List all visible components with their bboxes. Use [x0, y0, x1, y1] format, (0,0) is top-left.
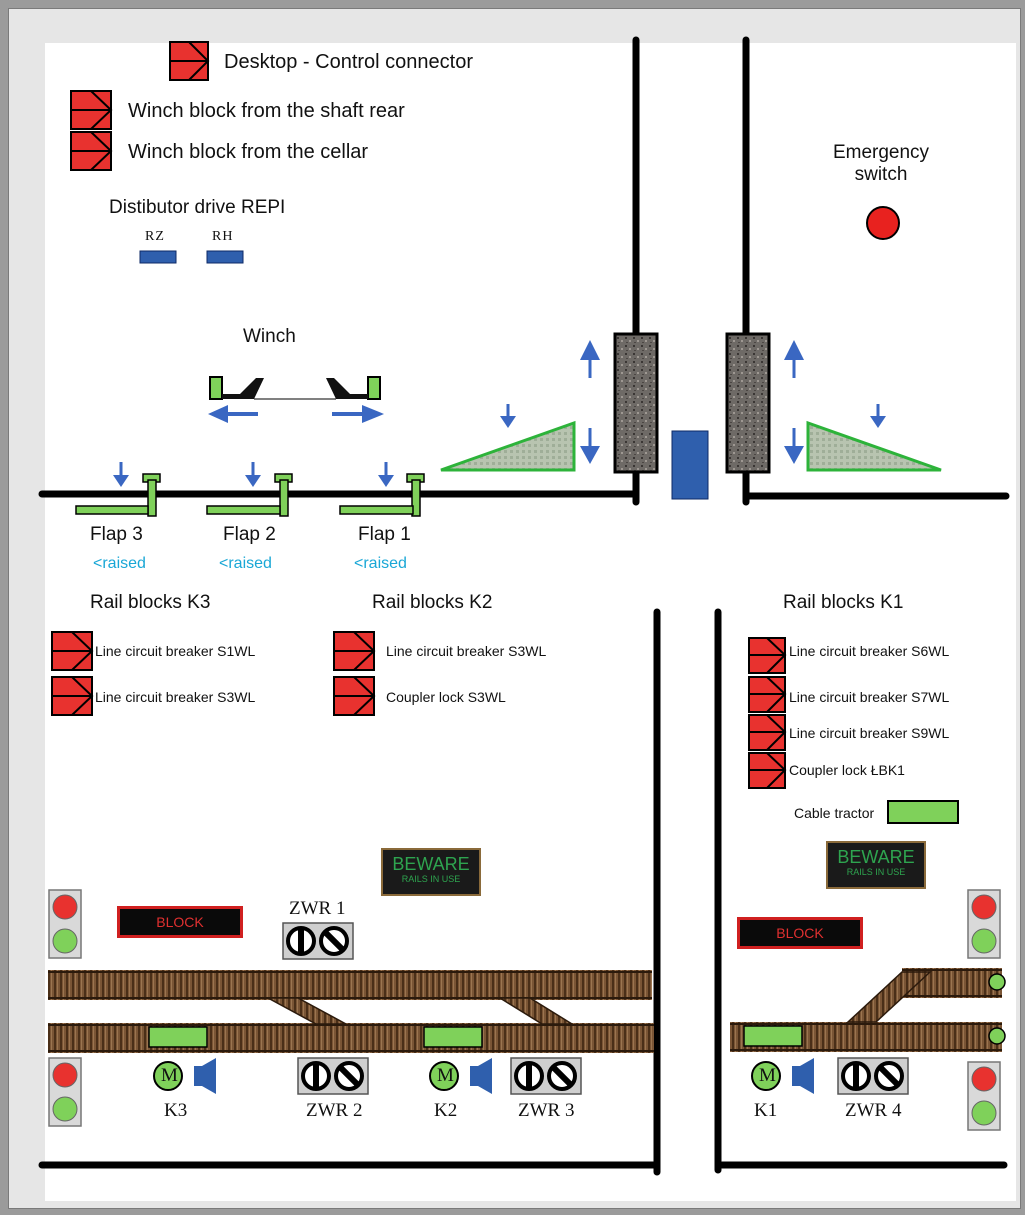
- beware-sign-right: BEWARE RAILS IN USE: [826, 841, 926, 889]
- speaker-k2-icon: [470, 1058, 492, 1094]
- beware-title: BEWARE: [837, 847, 915, 867]
- connector-icon: [169, 41, 210, 81]
- emergency-label-line1: Emergency: [832, 142, 930, 163]
- winch-cellar-icon: [70, 131, 113, 171]
- flap-3-label: Flap 3: [90, 524, 143, 545]
- k2-block-icon-2: [333, 676, 376, 716]
- distributor-rh-indicator[interactable]: [206, 250, 244, 264]
- ramp-right: [806, 420, 942, 472]
- zwr4-switch[interactable]: [837, 1057, 909, 1095]
- motor-k1-letter: M: [759, 1065, 776, 1086]
- motor-k3[interactable]: [153, 1061, 183, 1091]
- k2-block-icon-1: [333, 631, 376, 671]
- k1-rail-segment: [743, 1025, 803, 1047]
- block-indicator-left[interactable]: BLOCK: [117, 906, 243, 938]
- k3-block-icon-2: [51, 676, 94, 716]
- zwr2-label: ZWR 2: [306, 1100, 363, 1121]
- flap-1-graphic[interactable]: [339, 462, 425, 517]
- motor-k3-label: K3: [164, 1100, 188, 1121]
- k3-rail-segment: [148, 1026, 208, 1048]
- k2-rail-segment: [423, 1026, 483, 1048]
- beware-sign-left: BEWARE RAILS IN USE: [381, 848, 481, 896]
- diagram-frame: [8, 8, 1021, 1209]
- zwr1-label: ZWR 1: [289, 898, 346, 919]
- beware-subtitle: RAILS IN USE: [401, 874, 461, 884]
- rail-blocks-k3-title: Rail blocks K3: [90, 592, 211, 613]
- flap-2-graphic[interactable]: [206, 462, 293, 517]
- signal-k1-lower[interactable]: [967, 1061, 1001, 1131]
- k3-block-icon-1: [51, 631, 94, 671]
- winch-title: Winch: [243, 326, 296, 347]
- shaft-column-left: [613, 332, 659, 474]
- distributor-rh-label: RH: [212, 229, 234, 244]
- distributor-rz-indicator[interactable]: [139, 250, 177, 264]
- flap-2-state: <raised: [219, 555, 272, 572]
- zwr3-label: ZWR 3: [518, 1100, 575, 1121]
- legend-winch-cellar-label: Winch block from the cellar: [128, 141, 369, 163]
- zwr4-label: ZWR 4: [845, 1100, 902, 1121]
- k1-block-label-2: Line circuit breaker S7WL: [789, 689, 950, 705]
- flap-1-label: Flap 1: [358, 524, 411, 545]
- legend-winch-rear-label: Winch block from the shaft rear: [128, 100, 405, 122]
- k3-block-label-1: Line circuit breaker S1WL: [95, 643, 256, 659]
- motor-k3-letter: M: [161, 1065, 178, 1086]
- distributor-rz-label: RZ: [145, 229, 165, 244]
- legend-connector-label: Desktop - Control connector: [224, 51, 474, 73]
- zwr1-switch[interactable]: [282, 922, 354, 960]
- emergency-label-line2: switch: [854, 164, 908, 185]
- beware-subtitle: RAILS IN USE: [846, 867, 906, 877]
- cable-tractor-label: Cable tractor: [794, 805, 875, 821]
- motor-k2-label: K2: [434, 1100, 458, 1121]
- flap-1-state: <raised: [354, 555, 407, 572]
- rail-end-light-upper: [988, 973, 1006, 991]
- k3-block-label-2: Line circuit breaker S3WL: [95, 689, 256, 705]
- k1-block-icon-3: [748, 714, 787, 751]
- rail-blocks-k2-title: Rail blocks K2: [372, 592, 493, 613]
- emergency-switch-button[interactable]: [866, 206, 900, 240]
- k1-block-label-3: Line circuit breaker S9WL: [789, 725, 950, 741]
- wall-lines: [38, 36, 1010, 1176]
- speaker-k3-icon: [194, 1058, 216, 1094]
- shaft-column-right: [725, 332, 771, 474]
- signal-k3-lower[interactable]: [48, 1057, 82, 1127]
- rail-end-light-lower: [988, 1027, 1006, 1045]
- distributor-title: Distibutor drive REPI: [109, 197, 286, 218]
- zwr2-switch[interactable]: [297, 1057, 369, 1095]
- zwr3-switch[interactable]: [510, 1057, 582, 1095]
- k1-block-label-1: Line circuit breaker S6WL: [789, 643, 950, 659]
- k1-block-label-4: Coupler lock ŁBK1: [789, 762, 905, 778]
- k1-block-icon-4: [748, 752, 787, 789]
- shaft-arrows: [500, 340, 886, 464]
- winch-graphic: [208, 376, 384, 423]
- flap-3-graphic[interactable]: [75, 462, 161, 517]
- signal-k1-upper[interactable]: [967, 889, 1001, 959]
- motor-k1-label: K1: [754, 1100, 778, 1121]
- k1-block-icon-1: [748, 637, 787, 674]
- k1-block-icon-2: [748, 676, 787, 713]
- block-indicator-right[interactable]: BLOCK: [737, 917, 863, 949]
- motor-k1[interactable]: [751, 1061, 781, 1091]
- flap-3-state: <raised: [93, 555, 146, 572]
- ramp-left: [440, 420, 576, 472]
- k2-block-label-1: Line circuit breaker S3WL: [386, 643, 547, 659]
- signal-k3-upper[interactable]: [48, 889, 82, 959]
- motor-k2-letter: M: [437, 1065, 454, 1086]
- rail-blocks-k1-title: Rail blocks K1: [783, 592, 904, 613]
- k2-block-label-2: Coupler lock S3WL: [386, 689, 506, 705]
- motor-k2[interactable]: [429, 1061, 459, 1091]
- winch-rear-icon: [70, 90, 113, 130]
- cable-tractor-indicator[interactable]: [887, 800, 959, 824]
- beware-title: BEWARE: [392, 854, 470, 874]
- speaker-k1-icon: [792, 1058, 814, 1094]
- flap-2-label: Flap 2: [223, 524, 276, 545]
- shaft-cage: [671, 430, 709, 500]
